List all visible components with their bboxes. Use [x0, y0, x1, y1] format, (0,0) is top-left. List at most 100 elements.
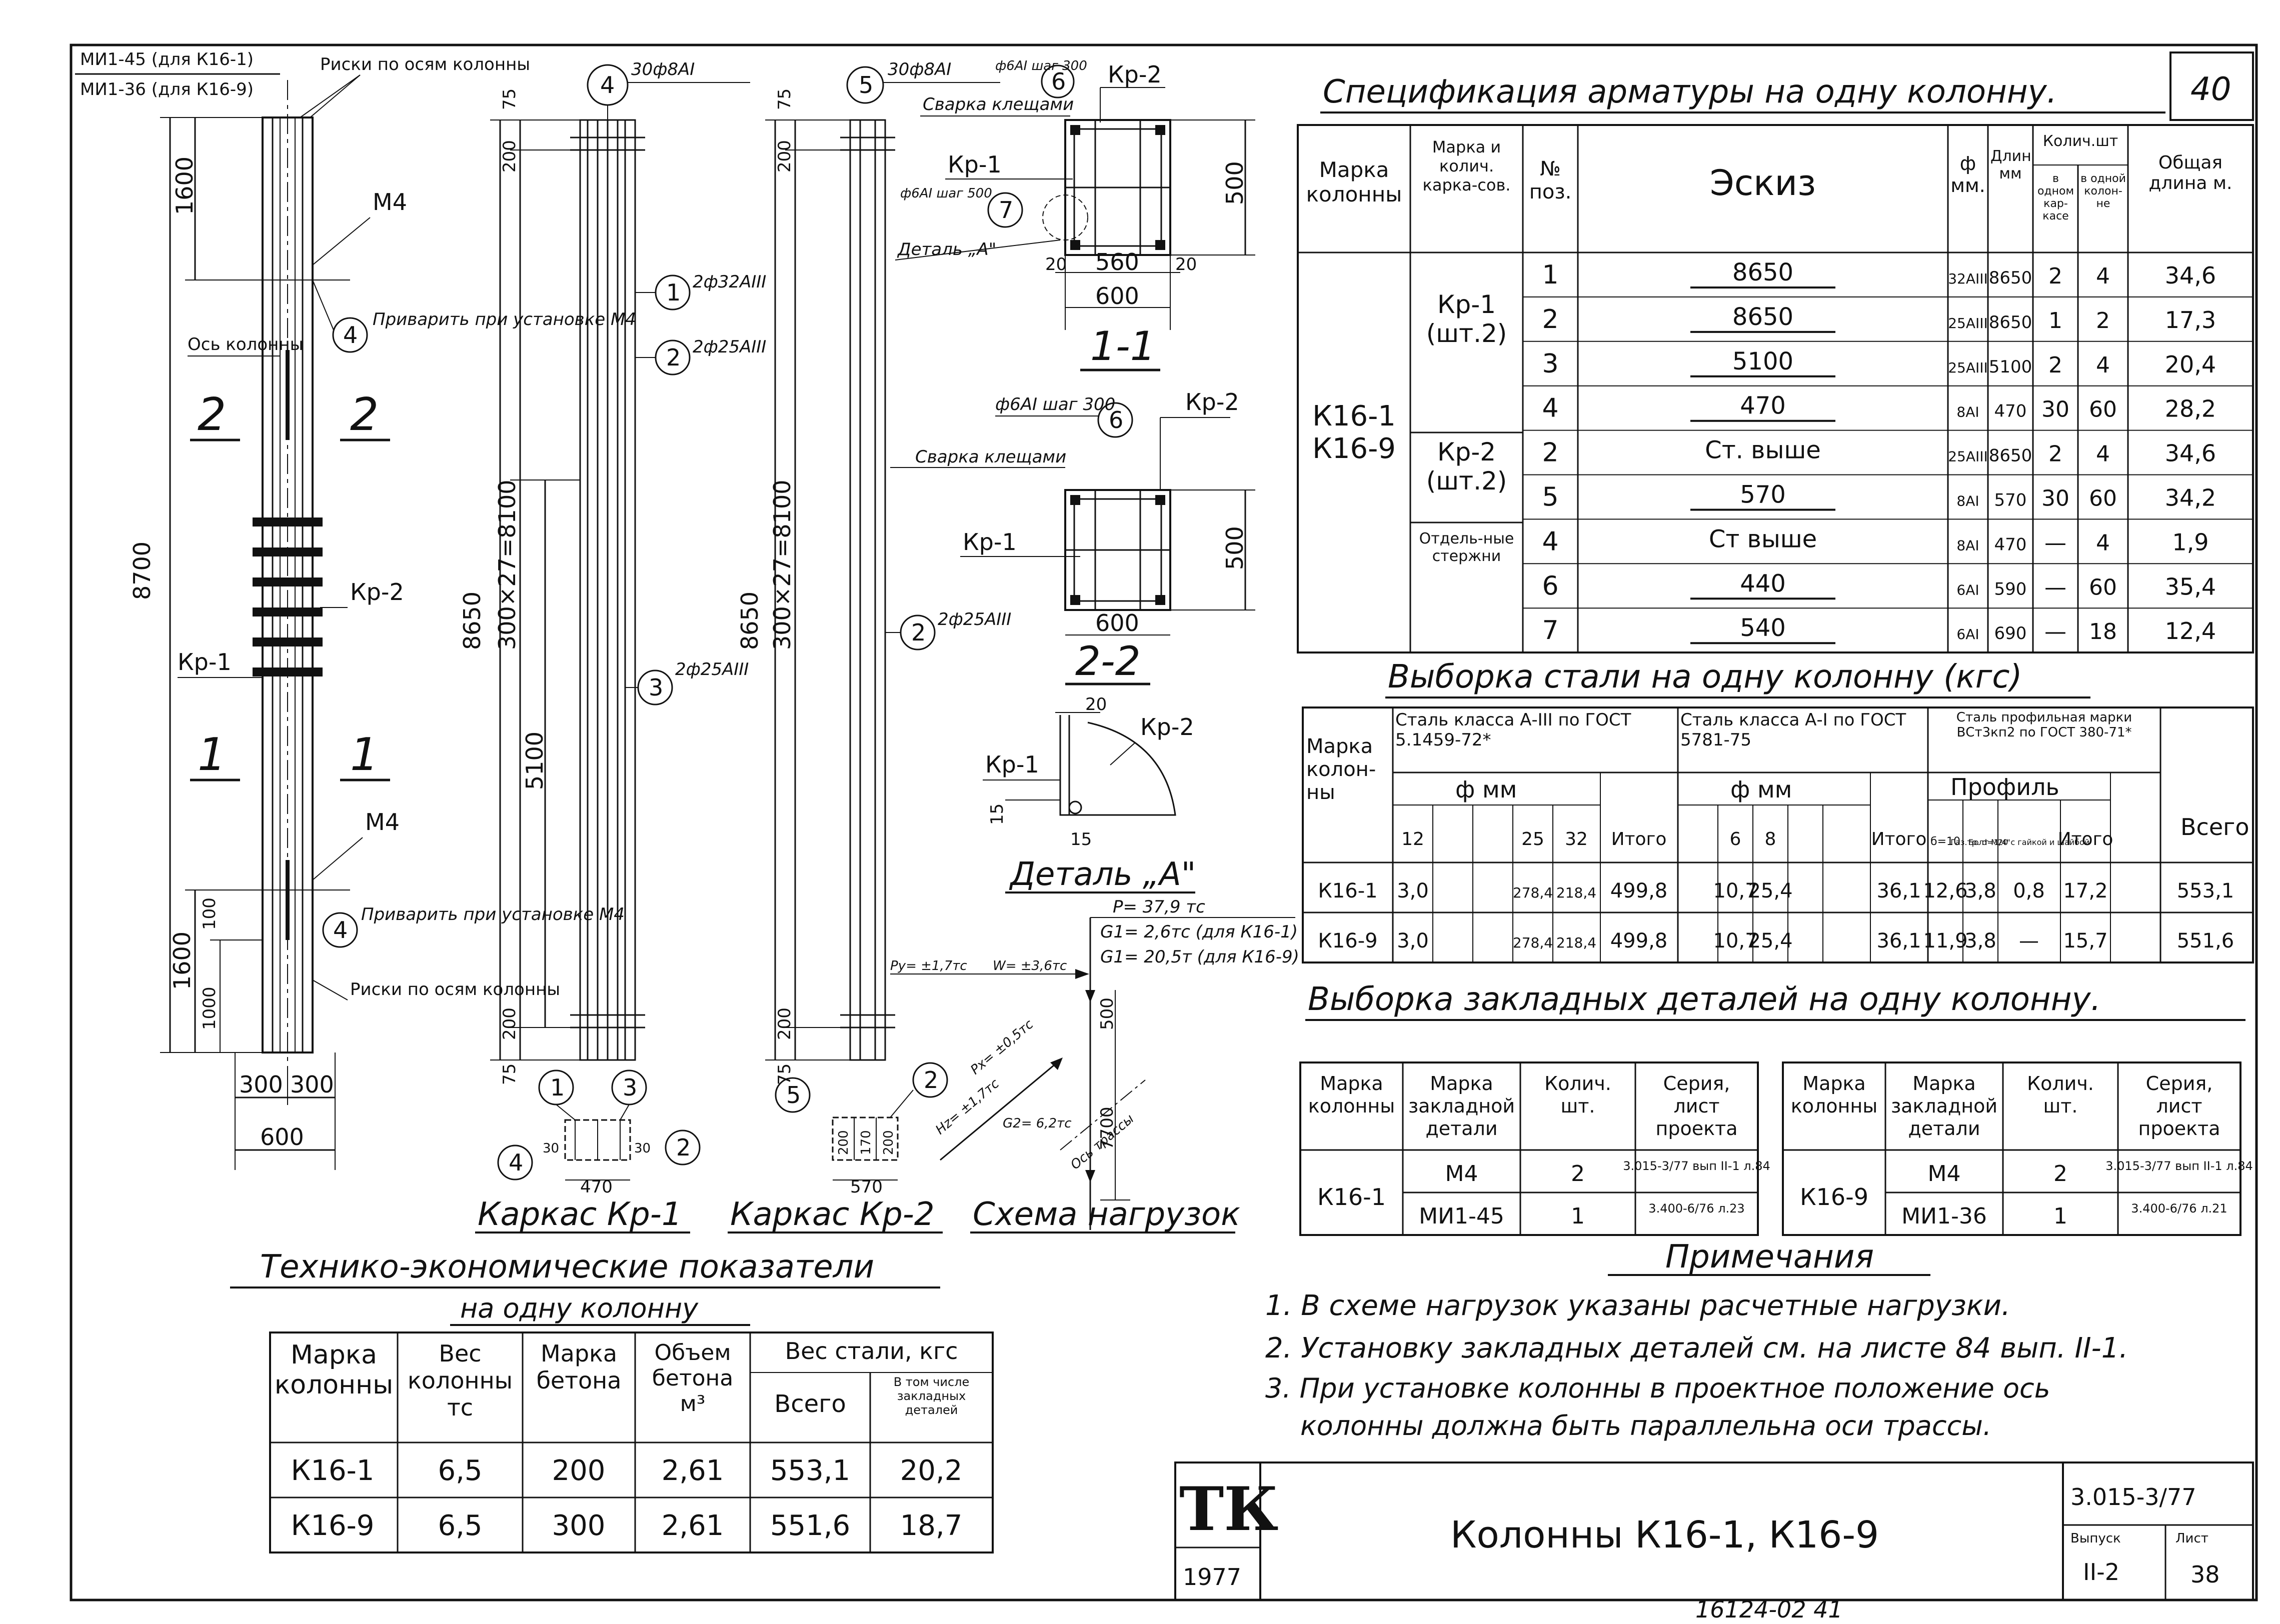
spec-group-sep: Отдель-ные стержни [1419, 530, 1514, 565]
s11-dim-20b: 20 [1175, 254, 1197, 274]
tech-cell-grade: 300 [552, 1510, 606, 1542]
embedded-part: М4 [1928, 1161, 1961, 1186]
spec-row-qty-cage: 30 [2041, 486, 2069, 512]
kr2-dim-8650: 8650 [736, 592, 763, 650]
embedded-sheet: 3.400-6/76 л.23 [1648, 1202, 1744, 1216]
spec-row-qty-column: 60 [2089, 574, 2117, 600]
load-hz: Hz= ±1,7тс [933, 1076, 1002, 1138]
steel-cell-s2: 36,1 [1876, 930, 1921, 952]
issue-value: II-2 [2083, 1558, 2119, 1586]
dim-100: 100 [200, 898, 220, 930]
load-py: Py= ±1,7тс [890, 958, 967, 974]
detA-dim-15a: 15 [987, 804, 1007, 825]
spec-row-qty-cage: — [2044, 619, 2066, 644]
kr1-title: Каркас Кр-1 [478, 1196, 682, 1233]
notes: Примечания 1. В схеме нагрузок указаны р… [1265, 1238, 2128, 1442]
s11-callout-7: 7 [999, 196, 1013, 224]
steel-subheader: Итого [1611, 829, 1667, 850]
spec-row-total: 12,4 [2165, 618, 2216, 644]
embedded-qty: 1 [1571, 1204, 1585, 1229]
steel-subheader: 12 [1401, 829, 1424, 850]
steel-cell-gaz: 3,8 [1964, 880, 1996, 902]
load-scheme: P= 37,9 тс G1= 2,6тс (для К16-1) G1= 20,… [890, 897, 1299, 1234]
steel-cell-mark: К16-1 [1318, 880, 1377, 902]
load-title: Схема нагрузок [973, 1196, 1240, 1233]
spec-row-qty-cage: — [2044, 530, 2066, 556]
embedded-mark: К16-9 [1800, 1184, 1868, 1210]
risks-label-top: Риски по осям колонны [320, 54, 530, 74]
steel-cell-d32: 218,4 [1556, 934, 1596, 951]
embedded-header: закладной [1408, 1095, 1515, 1117]
spec-row-sketch: Ст выше [1709, 525, 1817, 553]
spec-row-pos: 4 [1542, 526, 1558, 556]
steel-h-prof: Сталь профильная марки ВСт3кп2 по ГОСТ 3… [1956, 710, 2132, 740]
s22-dim-500: 500 [1221, 526, 1248, 570]
tech-h-steel: Вес стали, кгс [785, 1338, 958, 1364]
kr1-callout-1: 1 [666, 279, 681, 306]
embedded-qty: 2 [1571, 1161, 1585, 1186]
kr1-pos4-label: 30ф8АI [631, 60, 695, 80]
spec-row-qty-cage: 2 [2048, 264, 2062, 289]
steel-cell-mark: К16-9 [1318, 930, 1377, 952]
embedded-header: Марка [1912, 1072, 1975, 1094]
load-dim-500: 500 [1097, 998, 1117, 1030]
steel-cell-all: 551,6 [2177, 930, 2234, 952]
spec-row-sketch: 8650 [1732, 258, 1793, 286]
sheet-title: Колонны К16-1, К16-9 [1450, 1514, 1879, 1556]
steel-prof-sub: Профиль [1950, 774, 2059, 800]
embedded-part: МИ1-36 [1901, 1204, 1987, 1229]
tech-h-all: Всего [774, 1390, 846, 1418]
embedded-header: Серия, [2146, 1072, 2213, 1094]
spec-row-length: 590 [1994, 579, 2027, 599]
load-dim-7700: 7700 [1097, 1106, 1117, 1150]
steel-cell-d6: 10,7 [1713, 930, 1757, 952]
steel-cell-d25: 278,4 [1513, 884, 1553, 901]
title-block: ТК 1977 Колонны К16-1, К16-9 3.015-3/77 … [1174, 1462, 2254, 1623]
kr1-callout-2: 2 [666, 344, 681, 371]
spec-row-length: 470 [1994, 402, 2027, 422]
spec-row-length: 570 [1994, 490, 2027, 510]
kr1-dim-5100: 5100 [521, 732, 548, 790]
spec-row-sketch: 5100 [1732, 348, 1793, 376]
s11-title: 1-1 [1090, 323, 1156, 370]
embedded-header: колонны [1791, 1095, 1877, 1117]
kr1-dim-200a: 200 [500, 140, 520, 172]
dim-300a: 300 [239, 1071, 283, 1098]
spec-row-sketch: 440 [1740, 570, 1786, 598]
kr1-dim-470: 470 [580, 1177, 613, 1197]
notes-title: Примечания [1665, 1238, 1874, 1276]
steel-cell-s3: 15,7 [2063, 930, 2107, 952]
kr2-dim-570: 570 [850, 1177, 883, 1197]
section-1-left: 1 [198, 728, 226, 781]
tech-cell-weight: 6,5 [438, 1454, 482, 1487]
kr1-callout-3b: 3 [623, 1074, 637, 1101]
tech-cell-mark: К16-9 [291, 1510, 375, 1542]
spec-row-pos: 4 [1542, 394, 1558, 424]
dim-600: 600 [260, 1124, 304, 1150]
tech-h-vol: Объем бетона м³ [652, 1340, 734, 1416]
steel-cell-d12: 3,0 [1397, 930, 1429, 952]
spec-row-pos: 3 [1542, 349, 1558, 379]
spec-row-sketch: 8650 [1732, 303, 1793, 331]
tech-cell-mark: К16-1 [291, 1454, 375, 1487]
steel-cell-gaz: 3,8 [1964, 930, 1996, 952]
embedded-header: колонны [1308, 1095, 1395, 1117]
tech-h-emb: В том числе закладных деталей [893, 1375, 970, 1417]
embedded-qty: 1 [2053, 1204, 2067, 1229]
kr1-dim-30a: 30 [543, 1141, 559, 1156]
s11-dim-560: 560 [1095, 248, 1139, 276]
spec-row-diameter: 8АI [1956, 404, 1979, 420]
risks-label-bottom: Риски по осям колонны [350, 980, 560, 1000]
embedded-header: лист [1673, 1095, 1719, 1117]
spec-row-qty-cage: 1 [2048, 308, 2062, 334]
kr2-dim-200d: 200 [881, 1130, 896, 1155]
spec-row-length: 470 [1994, 534, 2027, 554]
spec-row-total: 34,2 [2165, 484, 2216, 512]
embedded-header: детали [1908, 1118, 1980, 1140]
s11-pos6: ф6АI шаг 300 [995, 58, 1087, 74]
section-1-1: 6 ф6АI шаг 300 Кр-2 Сварка клещами Кр-1 … [895, 58, 1255, 372]
spec-row-pos: 1 [1542, 260, 1558, 290]
spec-row-qty-column: 4 [2096, 264, 2110, 289]
tech-cell-weight: 6,5 [438, 1510, 482, 1542]
weld-note-bottom: Приварить при установке М4 [361, 904, 625, 924]
